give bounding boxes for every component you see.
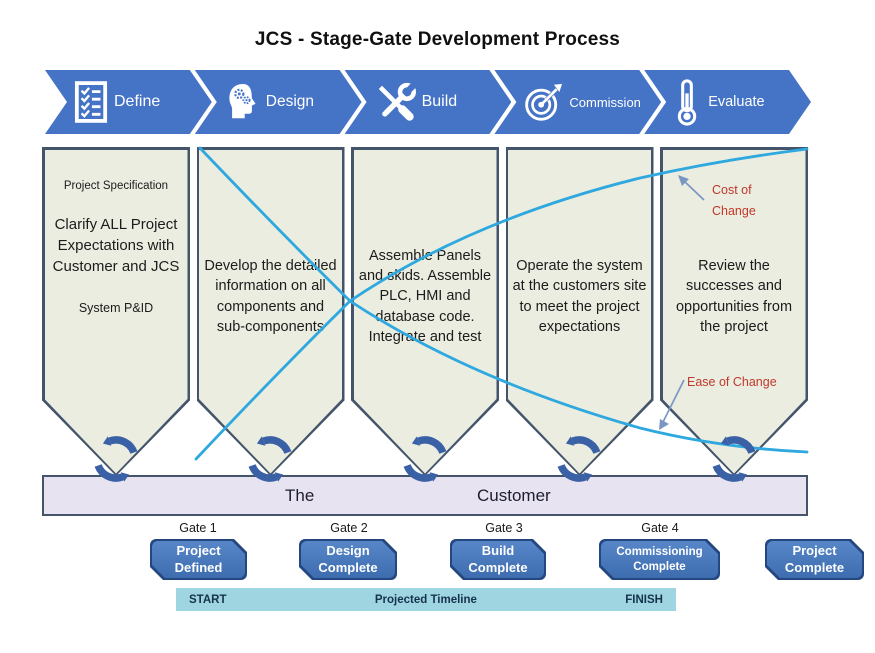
- milestone-commissioning-complete: Commissioning Complete: [599, 539, 720, 580]
- stage-label: Evaluate: [708, 94, 765, 110]
- crossed-tools-icon: [374, 81, 416, 123]
- timeline-middle-label: Projected Timeline: [374, 593, 477, 606]
- checklist-icon: [74, 80, 108, 124]
- milestone-background: [767, 541, 862, 578]
- projected-timeline-bar: START Projected Timeline FINISH: [176, 588, 676, 611]
- milestone-label: Project Defined: [174, 542, 223, 575]
- gate-3-label: Gate 3: [485, 521, 523, 535]
- panel-body-text: Develop the detailed information on all …: [204, 257, 337, 335]
- timeline-finish-label: FINISH: [625, 593, 663, 606]
- milestone-project-complete: Project Complete: [765, 539, 864, 580]
- customer-bar-word-customer: Customer: [477, 486, 551, 505]
- stage-commission: Commission: [494, 70, 661, 134]
- panel-body-text: Review the successes and opportunities f…: [675, 257, 793, 335]
- stage-define: Define: [45, 70, 212, 134]
- page-title: JCS - Stage-Gate Development Process: [254, 29, 621, 50]
- stage-design: Design: [195, 70, 362, 134]
- panel-define: Project Specification Clarify ALL Projec…: [42, 147, 190, 476]
- stage-label: Commission: [569, 94, 641, 110]
- milestone-project-defined: Project Defined: [150, 539, 247, 580]
- stage-label: Define: [114, 93, 161, 110]
- target-dart-icon: [523, 82, 563, 122]
- milestone-label: Commissioning Complete: [616, 545, 703, 573]
- panel-top-note: Project Specification: [63, 180, 169, 192]
- thermometer-icon: [673, 78, 702, 126]
- gate-1-label: Gate 1: [179, 521, 217, 535]
- stage-label: Build: [421, 93, 458, 110]
- cycle-arrows-icon: [403, 436, 447, 482]
- stage-evaluate: Evaluate: [644, 70, 811, 134]
- milestone-background: [152, 541, 245, 578]
- milestone-label: Design Complete: [318, 542, 378, 575]
- customer-bar-word-the: The: [285, 486, 315, 505]
- milestone-background: [301, 541, 395, 578]
- timeline-start-label: START: [189, 593, 227, 606]
- panel-background: [44, 149, 188, 474]
- cycle-arrows-icon: [712, 436, 756, 482]
- cycle-arrows-icon: [248, 436, 292, 482]
- cost-of-change-label: Cost of Change: [712, 183, 756, 218]
- milestone-label: Project Complete: [784, 542, 845, 575]
- stage-chevron-row: Define Design Build: [45, 70, 811, 134]
- milestone-label: Build Complete: [468, 542, 528, 575]
- cycle-arrows-icon: [557, 436, 601, 482]
- head-gears-icon: [224, 81, 260, 123]
- ease-of-change-label: Ease of Change: [687, 375, 777, 389]
- milestone-build-complete: Build Complete: [450, 539, 546, 580]
- gate-4-label: Gate 4: [641, 521, 679, 535]
- panel-bottom-note: System P&ID: [78, 301, 154, 315]
- gate-2-label: Gate 2: [330, 521, 368, 535]
- panel-body-text: Clarify ALL Project Expectations with Cu…: [52, 216, 180, 275]
- panel-body-text: Operate the system at the customers site…: [512, 257, 647, 335]
- panel-body-text: Assemble Panels and skids. Assemble PLC,…: [358, 247, 492, 345]
- milestone-design-complete: Design Complete: [299, 539, 397, 580]
- cycle-arrows-icon: [94, 436, 138, 482]
- milestone-background: [452, 541, 544, 578]
- milestone-background: [601, 541, 718, 578]
- stage-label: Design: [265, 93, 315, 110]
- stage-build: Build: [345, 70, 512, 134]
